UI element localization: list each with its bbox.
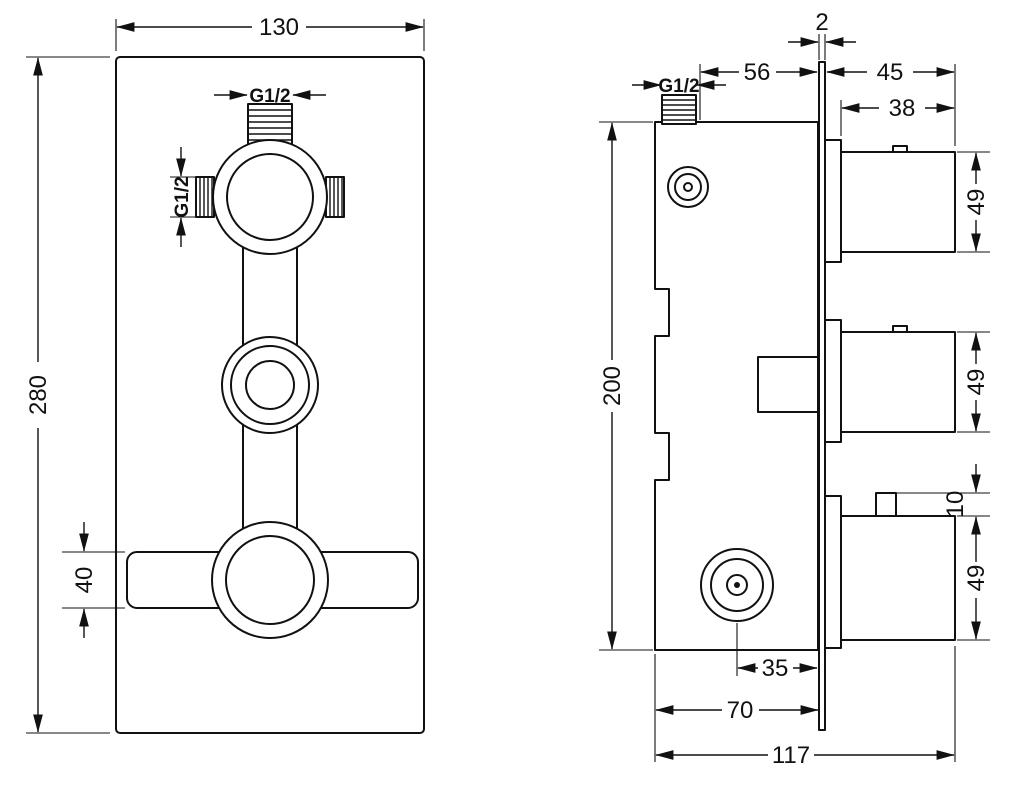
- outlet-outer: [700, 548, 774, 622]
- dimension-stem-height: 10: [896, 464, 990, 545]
- dimension-front-top-thread: G1/2: [214, 86, 326, 107]
- front-top-inlet: [247, 103, 293, 145]
- dimension-lever-height: 40: [62, 522, 125, 638]
- knob-button: [892, 325, 908, 333]
- dimension-knob-depth: 38: [840, 95, 955, 136]
- side-port-outer: [667, 166, 709, 208]
- front-side-thread-label: G1/2: [172, 176, 193, 217]
- plate-thickness-label: 2: [815, 9, 828, 36]
- dimension-knob-total-depth: 45: [826, 59, 956, 146]
- front-height-label: 280: [25, 375, 52, 415]
- front-view: 130 280: [25, 14, 425, 734]
- side-view: 200 G1/2: [599, 9, 990, 769]
- side-knob-top: [824, 139, 956, 263]
- escutcheon: [824, 495, 842, 649]
- side-thread-label: G1/2: [658, 76, 699, 97]
- outlet-center-dot: [734, 582, 740, 588]
- knob-bottom-height-label: 49: [963, 565, 990, 592]
- side-top-inlet: [661, 94, 697, 125]
- dimension-knob-bottom-height: 49: [957, 545, 990, 641]
- dimension-overall-depth: 117: [655, 646, 956, 769]
- body-depth-label: 56: [744, 59, 771, 86]
- dimension-body-height: 200: [599, 121, 653, 651]
- dimension-outlet-offset: 35: [736, 623, 818, 682]
- dimension-knob-middle-height: 49: [957, 331, 990, 433]
- escutcheon: [824, 139, 842, 263]
- side-knob-middle: [824, 319, 956, 443]
- front-left-port: [195, 176, 215, 218]
- body-height-label: 200: [599, 366, 626, 406]
- front-width-label: 130: [259, 14, 299, 41]
- stem-height-label: 10: [942, 491, 969, 518]
- dimension-front-side-thread: G1/2: [170, 147, 196, 247]
- knob-top-height-label: 49: [963, 189, 990, 216]
- knob-middle-height-label: 49: [963, 369, 990, 396]
- bottom-knob-inner: [225, 535, 315, 625]
- lever-height-label: 40: [71, 567, 98, 594]
- middle-valve-protrusion: [757, 356, 819, 413]
- escutcheon: [824, 319, 842, 443]
- front-top-thread-label: G1/2: [249, 86, 290, 107]
- dimension-front-height: 280: [25, 56, 110, 734]
- dimension-plate-thickness: 2: [788, 9, 856, 60]
- dimension-body-offset: 70: [654, 654, 819, 762]
- middle-knob-inner: [245, 360, 295, 410]
- knob-depth-label: 38: [889, 95, 916, 122]
- knob-total-depth-label: 45: [877, 59, 904, 86]
- top-knob-inner: [226, 153, 314, 241]
- dimension-body-depth: 56: [699, 59, 818, 120]
- body-offset-label: 70: [727, 697, 754, 724]
- overall-depth-label: 117: [772, 742, 810, 769]
- outlet-mid: [710, 558, 764, 612]
- knob: [840, 515, 956, 641]
- outlet-inner: [726, 574, 748, 596]
- dimension-knob-top-height: 49: [957, 151, 990, 253]
- knob-stem: [875, 492, 897, 517]
- side-knob-bottom: [824, 492, 956, 649]
- front-right-port: [325, 176, 345, 218]
- side-port-center: [683, 182, 693, 192]
- outlet-offset-label: 35: [762, 655, 789, 682]
- knob: [840, 151, 956, 253]
- dimension-side-thread: G1/2: [632, 76, 726, 97]
- side-port-mid: [674, 173, 702, 201]
- dimension-front-width: 130: [115, 14, 425, 51]
- knob-button: [892, 145, 908, 153]
- knob: [840, 331, 956, 433]
